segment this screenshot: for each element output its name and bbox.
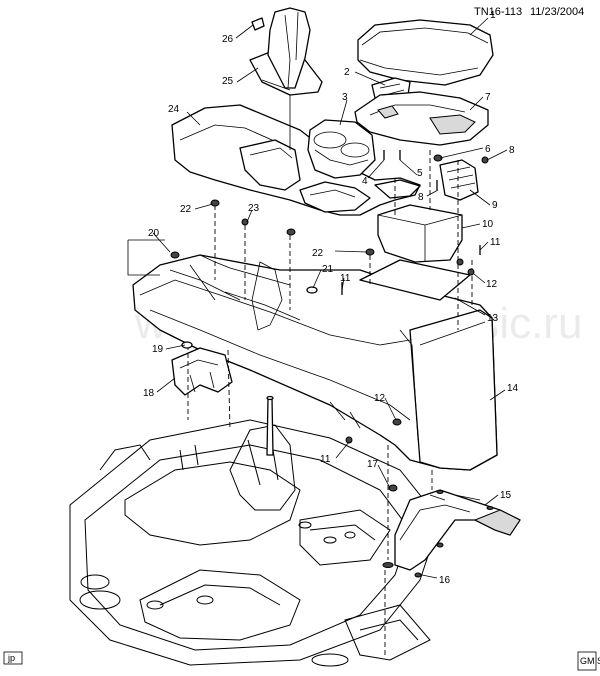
lid-inner-panel: [354, 91, 489, 146]
callout-3: 3: [342, 92, 348, 103]
callout-9: 9: [492, 200, 498, 211]
storage-bin: [377, 204, 463, 263]
callout-8-upper: 8: [509, 145, 515, 156]
callout-17: 17: [367, 459, 379, 470]
callout-4: 4: [362, 176, 368, 187]
callout-23: 23: [248, 203, 260, 214]
leader-lines: [152, 17, 508, 579]
callout-8-lower: 8: [418, 192, 424, 203]
callout-1: 1: [490, 10, 496, 21]
inset-frame: [127, 239, 165, 276]
callout-18: 18: [143, 388, 155, 399]
callout-24: 24: [168, 104, 180, 115]
front-bracket: [171, 347, 233, 396]
callout-19: 19: [152, 344, 164, 355]
footer-tag: jp: [3, 651, 23, 665]
console-base: [132, 254, 498, 471]
callout-11-lower: 11: [320, 454, 331, 465]
callout-16: 16: [439, 575, 451, 586]
callout-12-upper: 12: [486, 279, 498, 290]
shifter-rod: [266, 395, 274, 456]
knob-screw: [251, 17, 265, 31]
gm-spo-logo-text: GM SPO: [580, 656, 600, 666]
shift-boot: [249, 7, 323, 150]
callout-5: 5: [417, 168, 423, 179]
callout-22-right: 22: [312, 248, 324, 259]
armrest-lid: [357, 19, 494, 86]
callout-11-right: 11: [490, 237, 501, 248]
callout-25: 25: [222, 76, 234, 87]
diagram-date: 11/23/2004: [530, 6, 584, 18]
fasteners: [170, 150, 489, 578]
callout-15: 15: [500, 490, 512, 501]
cup-holder-insert: [307, 119, 376, 179]
callout-numbers: 1 2 3 4 5 6 7 8 8 9 10 11 11 11 12 12 13…: [143, 10, 519, 586]
diagram-code: TN16-113: [474, 6, 522, 18]
assembly-guides: [187, 150, 473, 655]
console-upper-trim: [171, 104, 421, 216]
latch-bracket: [439, 159, 479, 201]
callout-2: 2: [344, 67, 350, 78]
callout-12-lower: 12: [374, 393, 386, 404]
callout-11-center: 11: [340, 273, 351, 284]
rear-bracket: [382, 489, 521, 571]
callout-21: 21: [322, 264, 334, 275]
callout-14: 14: [507, 383, 519, 394]
callout-10: 10: [482, 219, 494, 230]
callout-7: 7: [485, 92, 491, 103]
callout-26: 26: [222, 34, 234, 45]
callout-22-left: 22: [180, 204, 192, 215]
footer-tag-text: jp: [7, 653, 15, 663]
gm-spo-logo: GM SPO: [577, 651, 600, 671]
floor-pan: [69, 419, 441, 667]
callout-20: 20: [148, 228, 160, 239]
callout-13: 13: [487, 313, 499, 324]
callout-6: 6: [485, 144, 491, 155]
